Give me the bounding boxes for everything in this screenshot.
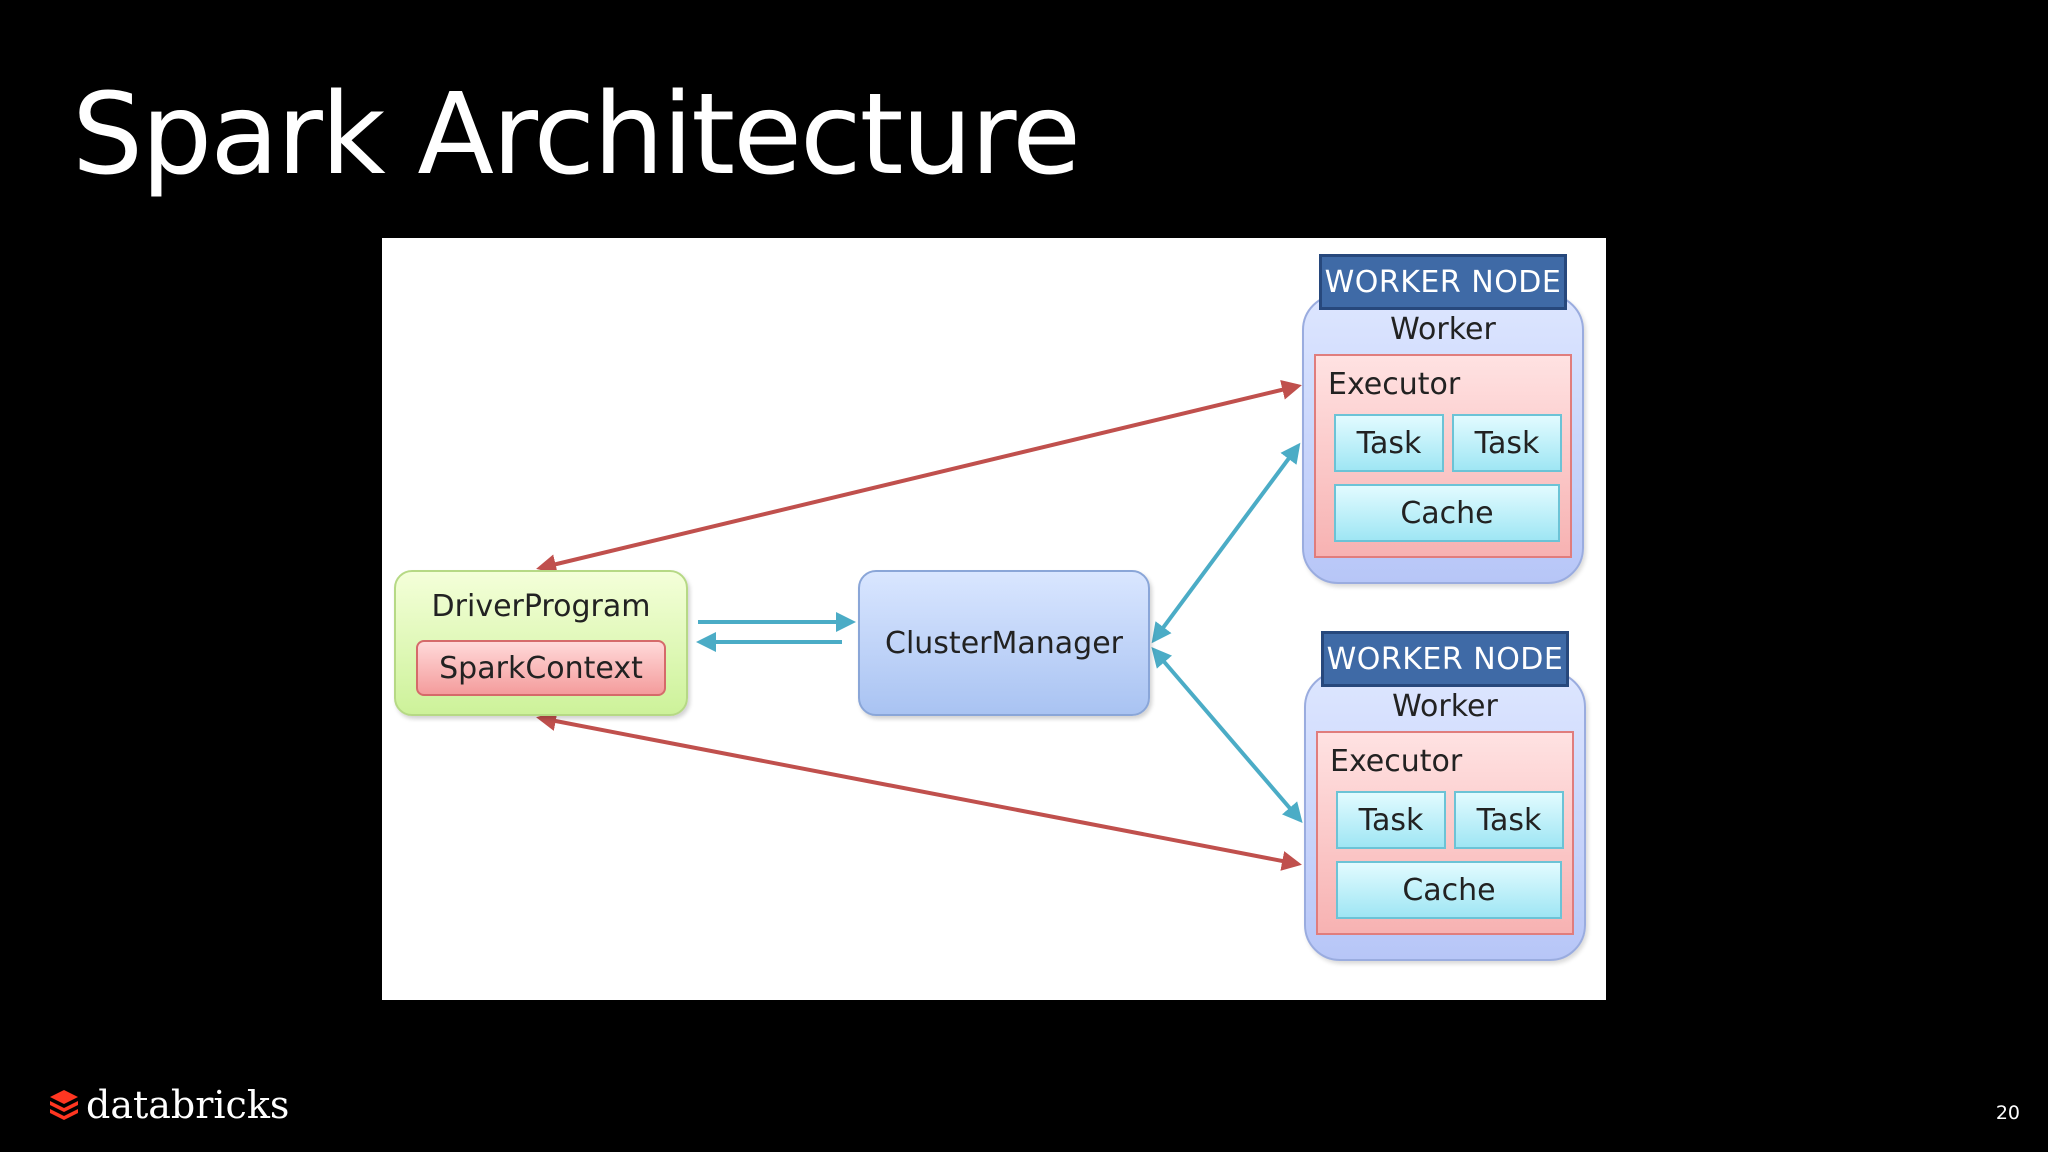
arrow-driver-worker1 [536,380,1302,574]
executor-label: Executor [1330,743,1463,779]
databricks-logo-icon [50,1090,78,1120]
arrow-cluster-worker2 [1151,646,1303,824]
cluster-manager: ClusterManager [858,570,1150,716]
task: Task [1454,791,1564,849]
executor: Executor Task Task Cache [1316,731,1574,935]
worker-node-2: Worker Executor Task Task Cache [1304,671,1586,961]
connector-arrows [536,380,1303,871]
slide-title: Spark Architecture [72,70,1081,200]
worker-node-header: WORKER NODE [1319,254,1567,310]
databricks-logo: databricks [48,1082,289,1128]
driver-program-label: DriverProgram [431,588,651,624]
arrow-cluster-worker1 [1151,442,1301,644]
driver-program: DriverProgram SparkContext [394,570,688,716]
page-number: 20 [1995,1102,2020,1124]
executor-label: Executor [1328,366,1461,402]
task: Task [1452,414,1562,472]
cache: Cache [1334,484,1560,542]
task: Task [1336,791,1446,849]
task: Task [1334,414,1444,472]
executor: Executor Task Task Cache [1314,354,1572,558]
arrow-driver-worker2 [536,711,1302,871]
worker-node-header: WORKER NODE [1321,631,1569,687]
spark-context: SparkContext [416,640,666,696]
cache: Cache [1336,861,1562,919]
logo-text: databricks [86,1083,290,1127]
architecture-diagram: DriverProgram SparkContext ClusterManage… [382,238,1606,1000]
worker-label: Worker [1392,688,1498,724]
worker-label: Worker [1390,311,1496,347]
worker-node-1: Worker Executor Task Task Cache [1302,294,1584,584]
